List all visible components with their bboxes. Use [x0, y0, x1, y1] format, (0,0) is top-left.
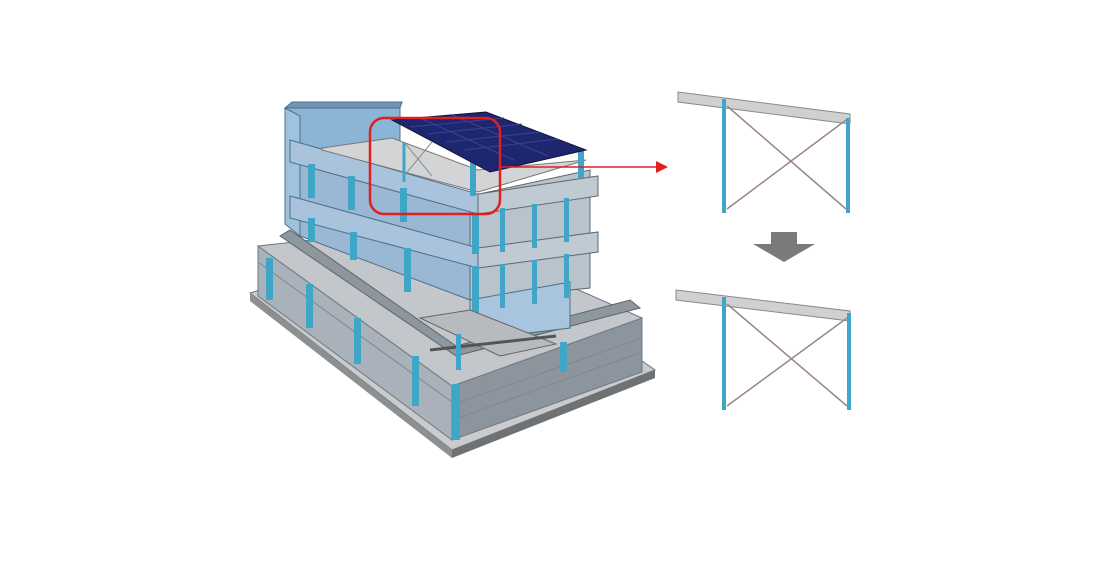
frame-beam [675, 289, 851, 322]
frame-brace-2 [726, 119, 847, 210]
frame-brace-1 [726, 105, 847, 210]
building-model [248, 101, 657, 458]
braced-frame-in-model [402, 141, 433, 182]
podium-columns [266, 258, 567, 440]
frame-detail-before [677, 91, 851, 213]
callout-arrow [500, 161, 668, 173]
frame-beam [677, 91, 851, 125]
frame-detail-after [675, 289, 851, 410]
solar-roof [390, 111, 588, 173]
frame-brace-2 [726, 317, 848, 407]
tower-columns [308, 150, 584, 316]
down-arrow-icon [753, 232, 815, 262]
frame-brace-1 [726, 303, 848, 407]
highlight-box [368, 116, 502, 216]
terrace [418, 309, 558, 370]
